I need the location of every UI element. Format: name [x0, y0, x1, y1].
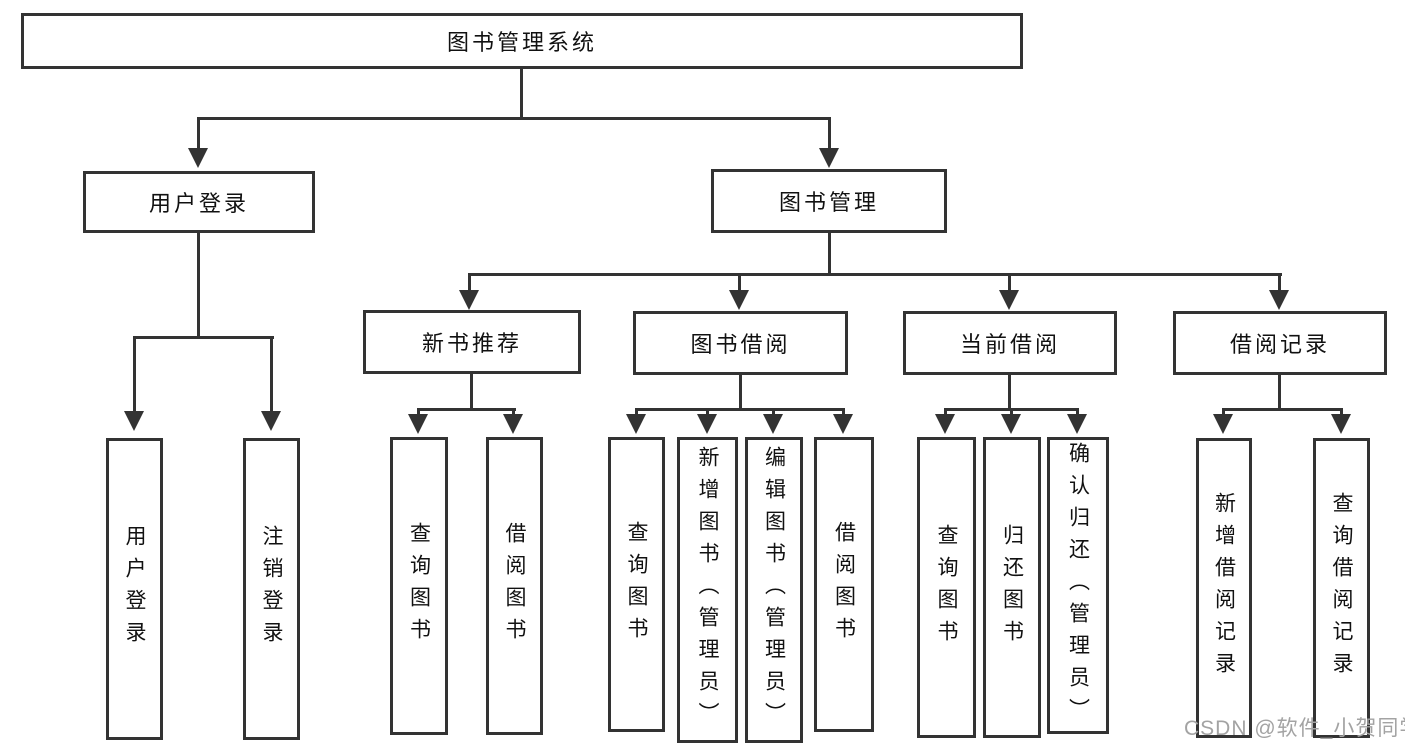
connector-line: [738, 273, 741, 292]
connector-line: [944, 408, 947, 416]
arrowhead-down-icon: [459, 290, 479, 310]
node-borrow-records: 借阅记录: [1173, 311, 1387, 375]
arrowhead-down-icon: [819, 148, 839, 168]
connector-line: [133, 336, 136, 412]
connector-line: [417, 408, 420, 416]
leaf-borrow-books: 借阅图书: [486, 437, 543, 735]
connector-line: [1278, 273, 1281, 292]
connector-line: [417, 408, 516, 411]
connector-line: [772, 408, 775, 416]
connector-line: [512, 408, 515, 416]
connector-line: [470, 374, 473, 410]
leaf-logout: 注销登录: [243, 438, 300, 740]
csdn-watermark: CSDN @软件_小贺同学: [1184, 717, 1405, 740]
arrowhead-down-icon: [188, 148, 208, 168]
arrowhead-down-icon: [408, 414, 428, 434]
connector-line: [197, 233, 200, 338]
arrowhead-down-icon: [729, 290, 749, 310]
arrowhead-down-icon: [935, 414, 955, 434]
connector-line: [635, 408, 845, 411]
connector-line: [520, 69, 523, 119]
leaf-query-borrow-record: 查询借阅记录: [1313, 438, 1370, 738]
arrowhead-down-icon: [1067, 414, 1087, 434]
leaf-edit-books-admin: 编辑图书（管理员）: [745, 437, 803, 743]
connector-line: [1010, 408, 1013, 416]
connector-line: [133, 336, 274, 339]
connector-line: [1076, 408, 1079, 416]
leaf-confirm-return-admin: 确认归还（管理员）: [1047, 437, 1109, 734]
arrowhead-down-icon: [1269, 290, 1289, 310]
arrowhead-down-icon: [1213, 414, 1233, 434]
connector-line: [739, 375, 742, 410]
arrowhead-down-icon: [124, 411, 144, 431]
connector-line: [1008, 375, 1011, 410]
leaf-query-books: 查询图书: [390, 437, 448, 735]
connector-line: [1008, 273, 1011, 292]
arrowhead-down-icon: [1331, 414, 1351, 434]
arrowhead-down-icon: [503, 414, 523, 434]
arrowhead-down-icon: [1001, 414, 1021, 434]
leaf-query-books: 查询图书: [917, 437, 976, 738]
arrowhead-down-icon: [999, 290, 1019, 310]
node-book-borrow: 图书借阅: [633, 311, 848, 375]
node-book-management: 图书管理: [711, 169, 947, 233]
leaf-add-borrow-record: 新增借阅记录: [1196, 438, 1252, 738]
arrowhead-down-icon: [697, 414, 717, 434]
connector-line: [828, 117, 831, 151]
leaf-add-books-admin: 新增图书（管理员）: [677, 437, 738, 743]
connector-line: [842, 408, 845, 416]
connector-line: [468, 273, 471, 292]
connector-line: [1340, 408, 1343, 416]
connector-line: [1222, 408, 1225, 416]
connector-line: [468, 273, 1282, 276]
leaf-user-login: 用户登录: [106, 438, 163, 740]
leaf-return-books: 归还图书: [983, 437, 1041, 738]
node-book-management-system: 图书管理系统: [21, 13, 1023, 69]
connector-line: [1278, 375, 1281, 410]
node-current-borrow: 当前借阅: [903, 311, 1117, 375]
connector-line: [197, 117, 200, 151]
connector-line: [828, 233, 831, 275]
arrowhead-down-icon: [626, 414, 646, 434]
arrowhead-down-icon: [261, 411, 281, 431]
leaf-borrow-books: 借阅图书: [814, 437, 874, 732]
leaf-query-books: 查询图书: [608, 437, 665, 732]
connector-line: [1222, 408, 1343, 411]
connector-line: [197, 117, 831, 120]
arrowhead-down-icon: [763, 414, 783, 434]
connector-line: [706, 408, 709, 416]
node-user-login: 用户登录: [83, 171, 315, 233]
arrowhead-down-icon: [833, 414, 853, 434]
connector-line: [635, 408, 638, 416]
connector-line: [270, 336, 273, 412]
node-new-book-recommend: 新书推荐: [363, 310, 581, 374]
